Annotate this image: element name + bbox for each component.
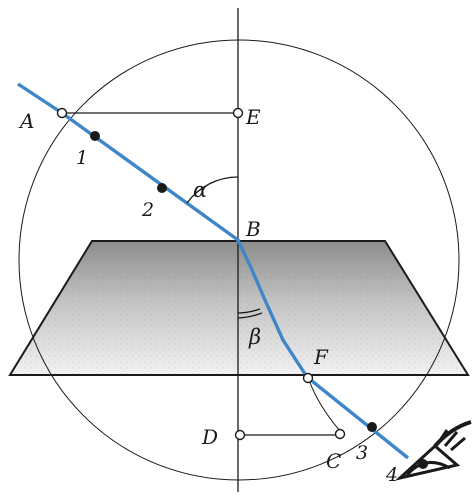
angle-beta-arc <box>237 312 263 319</box>
label-alpha: α <box>193 178 207 202</box>
pin-3 <box>367 422 377 432</box>
point-c <box>334 428 346 440</box>
label-f: F <box>313 345 329 369</box>
label-pin-3: 3 <box>356 442 368 464</box>
label-a: A <box>18 109 34 133</box>
label-e: E <box>245 105 261 129</box>
construction-arc <box>308 379 341 432</box>
pin-2 <box>157 183 167 193</box>
angle-alpha-arc <box>186 176 239 204</box>
pin-1 <box>90 131 100 141</box>
label-b: B <box>245 217 261 241</box>
angle-beta-arc-2 <box>237 308 261 314</box>
label-pin-1: 1 <box>76 147 88 169</box>
point-a <box>56 107 68 119</box>
label-pin-2: 2 <box>141 199 154 221</box>
point-e <box>232 107 244 119</box>
label-pin-4: 4 <box>385 464 398 486</box>
reference-circle <box>18 39 460 481</box>
glass-texture <box>10 241 468 375</box>
point-f <box>302 372 314 384</box>
eye-icon <box>394 420 472 481</box>
label-c: C <box>326 449 341 473</box>
label-beta: β <box>248 325 261 349</box>
point-d <box>234 429 246 441</box>
label-d: D <box>201 425 218 449</box>
